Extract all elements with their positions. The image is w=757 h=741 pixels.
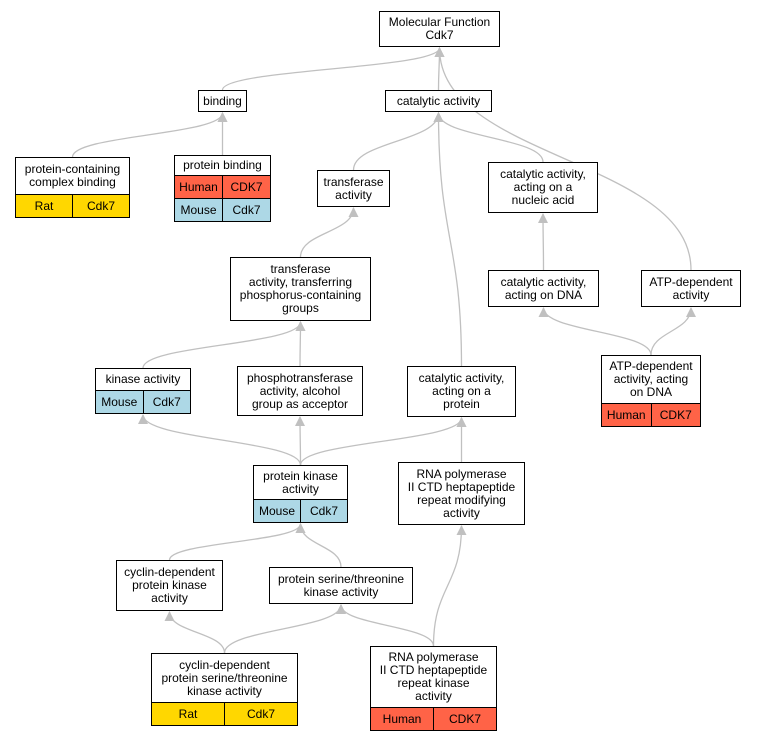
edge-rnap_ctd_kinase-to-rnap_ctd_modifying <box>432 525 467 647</box>
gene-cell[interactable]: CDK7 <box>433 708 496 730</box>
edge-catalytic_dna-to-catalytic_nucleic_acid <box>538 213 549 271</box>
go-term-label: protein kinase activity <box>263 468 338 496</box>
edge-protein_ser_thr_kinase-to-protein_kinase_activity <box>295 523 342 568</box>
go-term-node-protein-ser-thr-kinase[interactable]: protein serine/threonine kinase activity <box>269 567 413 604</box>
annotation-row: Mouse Cdk7 <box>254 499 347 522</box>
go-term-label: catalytic activity, acting on a nucleic … <box>500 167 586 207</box>
go-term-label: protein binding <box>183 158 262 172</box>
gene-cell[interactable]: Cdk7 <box>224 703 297 725</box>
go-term-label: cyclin-dependent protein kinase activity <box>124 565 215 605</box>
edge-protein_kinase_activity-to-kinase_activity <box>138 414 302 466</box>
annotation-row: Rat Cdk7 <box>152 702 297 725</box>
go-term-label: transferase activity <box>323 174 384 202</box>
edge-cyclin_dependent_ser_thr-to-protein_ser_thr_kinase <box>223 604 346 654</box>
annotation-row: Rat Cdk7 <box>16 194 129 217</box>
go-term-label: RNA polymerase II CTD heptapeptide repea… <box>379 650 488 703</box>
go-term-label: catalytic activity, acting on a protein <box>418 371 505 411</box>
species-cell[interactable]: Human <box>606 408 646 422</box>
go-term-node-catalytic-dna[interactable]: catalytic activity, acting on DNA <box>488 270 599 307</box>
go-term-node-binding[interactable]: binding <box>198 90 247 112</box>
go-term-node-catalytic-activity[interactable]: catalytic activity <box>385 90 492 112</box>
go-term-label: catalytic activity, acting on DNA <box>500 274 587 302</box>
species-cell[interactable]: Rat <box>178 707 198 721</box>
species-cell[interactable]: Mouse <box>180 203 217 217</box>
go-term-label: cyclin-dependent protein serine/threonin… <box>161 657 288 698</box>
edge-catalytic_protein-to-catalytic_activity <box>433 112 463 367</box>
go-term-node-atp-dependent-activity[interactable]: ATP-dependent activity <box>641 270 741 307</box>
go-term-node-phosphotransferase-alcohol[interactable]: phosphotransferase activity, alcohol gro… <box>237 366 363 416</box>
edge-atp_dependent_dna-to-atp_dependent_activity <box>650 307 696 356</box>
go-term-node-cyclin-dependent-ser-thr[interactable]: cyclin-dependent protein serine/threonin… <box>151 653 298 726</box>
annotation-row: Human CDK7 <box>602 403 700 426</box>
edge-protein_containing_complex_binding-to-binding <box>71 112 228 158</box>
gene-cell[interactable]: Cdk7 <box>72 195 129 217</box>
go-term-label: binding <box>203 93 242 108</box>
species-cell[interactable]: Human <box>382 712 422 726</box>
go-term-label: ATP-dependent activity, acting on DNA <box>609 359 693 399</box>
go-term-label: protein-containing complex binding <box>24 162 121 189</box>
go-term-node-cyclin-dependent-pk[interactable]: cyclin-dependent protein kinase activity <box>116 560 223 611</box>
edge-atp_dependent_dna-to-catalytic_dna <box>538 307 652 356</box>
go-term-label: kinase activity <box>105 372 181 386</box>
edge-phosphotransferase_alcohol-to-transferase_phosphorus <box>295 321 306 367</box>
edge-transferase_activity-to-catalytic_activity <box>352 112 444 171</box>
species-cell[interactable]: Rat <box>34 199 54 213</box>
go-term-node-atp-dependent-dna[interactable]: ATP-dependent activity, acting on DNA Hum… <box>601 355 701 427</box>
go-term-node-transferase-phosphorus[interactable]: transferase activity, transferring phosp… <box>230 257 371 321</box>
go-term-node-rnap-ctd-kinase[interactable]: RNA polymerase II CTD heptapeptide repea… <box>370 646 497 731</box>
gene-cell[interactable]: Cdk7 <box>300 500 347 522</box>
go-term-label: transferase activity, transferring phosp… <box>239 262 362 315</box>
go-term-label: phosphotransferase activity, alcohol gro… <box>246 370 354 411</box>
go-term-label: ATP-dependent activity <box>649 274 733 302</box>
edge-cyclin_dependent_ser_thr-to-cyclin_dependent_pk <box>164 611 226 654</box>
edge-atp_dependent_activity-to-mf_root <box>434 47 692 271</box>
go-term-node-catalytic-protein[interactable]: catalytic activity, acting on a protein <box>407 366 516 417</box>
edge-protein_kinase_activity-to-catalytic_protein <box>299 417 467 466</box>
edge-cyclin_dependent_pk-to-protein_kinase_activity <box>168 523 306 561</box>
edge-transferase_phosphorus-to-transferase_activity <box>299 207 359 258</box>
go-term-node-transferase-activity[interactable]: transferase activity <box>317 170 390 207</box>
edge-rnap_ctd_kinase-to-protein_ser_thr_kinase <box>336 604 435 647</box>
species-cell[interactable]: Human <box>179 180 218 194</box>
go-term-node-catalytic-nucleic-acid[interactable]: catalytic activity, acting on a nucleic … <box>488 162 598 213</box>
go-term-label: protein serine/threonine kinase activity <box>277 571 405 599</box>
go-term-label: Molecular Function Cdk7 <box>388 15 491 42</box>
edge-catalytic_nucleic_acid-to-catalytic_activity <box>433 112 544 163</box>
species-cell[interactable]: Mouse <box>101 395 138 409</box>
gene-cell[interactable]: Cdk7 <box>222 199 270 221</box>
edge-protein_kinase_activity-to-phosphotransferase_alcohol <box>295 416 306 466</box>
gene-cell[interactable]: CDK7 <box>222 176 270 198</box>
edge-binding-to-mf_root <box>221 47 445 91</box>
annotation-row: Mouse Cdk7 <box>175 198 270 221</box>
annotation-row: Mouse Cdk7 <box>96 390 190 413</box>
edge-kinase_activity-to-transferase_phosphorus <box>142 321 306 369</box>
go-term-node-rnap-ctd-modifying[interactable]: RNA polymerase II CTD heptapeptide repea… <box>398 462 525 525</box>
annotation-row: Human CDK7 <box>371 707 496 730</box>
gene-cell[interactable]: Cdk7 <box>142 391 191 413</box>
go-term-label: RNA polymerase II CTD heptapeptide repea… <box>407 466 516 520</box>
gene-cell[interactable]: CDK7 <box>650 404 701 426</box>
go-term-label: catalytic activity <box>396 93 481 108</box>
annotation-row: Human CDK7 <box>175 175 270 198</box>
go-term-node-mf-root[interactable]: Molecular Function Cdk7 <box>379 11 500 47</box>
species-cell[interactable]: Mouse <box>258 504 296 518</box>
